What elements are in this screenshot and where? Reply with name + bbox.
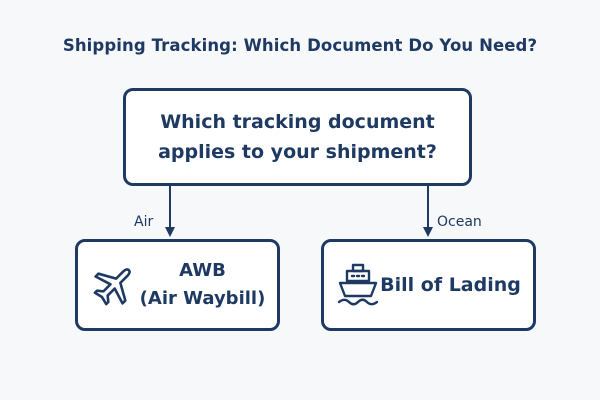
awb-subtitle: (Air Waybill) [139, 288, 266, 309]
ocean-edge-label: Ocean [437, 214, 482, 230]
question-box: Which tracking document applies to your … [123, 88, 472, 186]
air-edge-label: Air [134, 214, 154, 230]
diagram-title: Shipping Tracking: Which Document Do You… [62, 36, 538, 55]
bill-of-lading-label: Bill of Lading [380, 274, 521, 296]
ship-icon [337, 263, 379, 306]
awb-label: AWB (Air Waybill) [138, 257, 267, 313]
bill-of-lading-result-box: Bill of Lading [321, 239, 536, 331]
awb-title: AWB [179, 260, 226, 281]
airplane-icon [93, 268, 131, 306]
awb-result-box: AWB (Air Waybill) [75, 239, 280, 331]
question-text: Which tracking document applies to your … [158, 111, 437, 163]
